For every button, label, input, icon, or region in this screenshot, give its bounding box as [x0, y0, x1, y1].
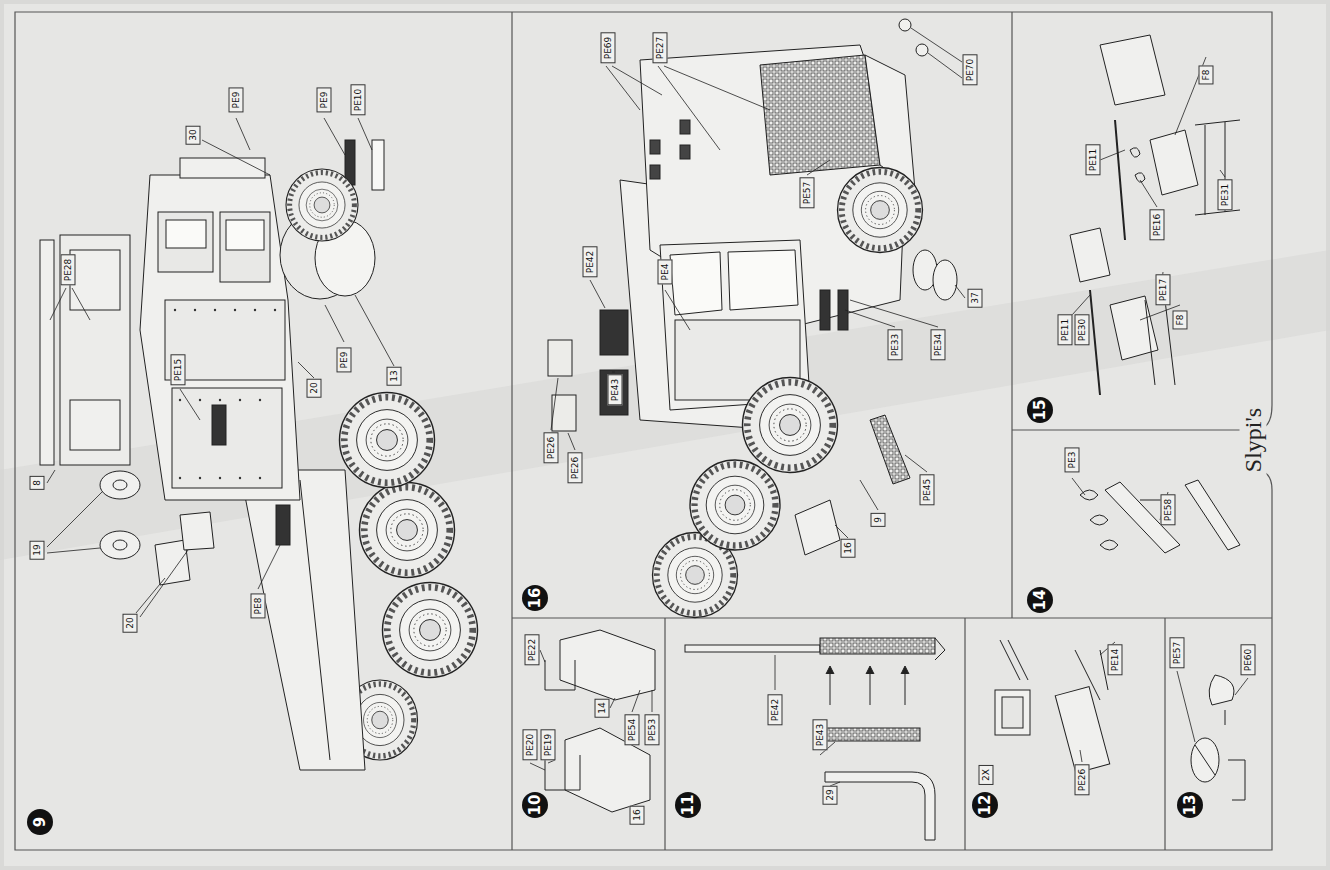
- callout-label: PE9: [229, 88, 244, 113]
- callout-label: PE54: [625, 715, 640, 746]
- callout-label: PE11: [1058, 315, 1073, 346]
- callout-label: 16: [630, 805, 645, 824]
- step-number: 9: [27, 809, 53, 835]
- part-sketch: [1191, 675, 1245, 800]
- part-sketch: [1070, 35, 1240, 395]
- callout-label: PE43: [608, 375, 623, 406]
- callout-label: PE17: [1156, 275, 1171, 306]
- step-number: 14: [1027, 587, 1053, 613]
- callout-label: 29: [823, 785, 838, 804]
- callout-label: PE9: [317, 88, 332, 113]
- callout-label: PE19: [541, 730, 556, 761]
- callout-label: PE26: [568, 453, 583, 484]
- part-sketch: [545, 630, 655, 812]
- panel-frame: [15, 12, 1272, 850]
- callout-label: 13: [387, 366, 402, 385]
- callout-label: PE69: [601, 33, 616, 64]
- truck-drawing: [40, 140, 478, 770]
- callout-label: 37: [968, 288, 983, 307]
- callout-label: F8: [1173, 311, 1188, 330]
- callout-label: 9: [871, 513, 886, 527]
- callout-label: 2X: [979, 765, 994, 785]
- callout-label: PE34: [931, 330, 946, 361]
- callout-label: PE43: [813, 720, 828, 751]
- part-sketch: [685, 638, 945, 840]
- callout-label: PE70: [963, 55, 978, 86]
- callout-label: PE60: [1241, 645, 1256, 676]
- callout-label: 16: [841, 538, 856, 557]
- step-number: 10: [522, 792, 548, 818]
- callout-label: 20: [123, 613, 138, 632]
- callout-label: F8: [1199, 66, 1214, 85]
- callout-label: PE22: [525, 635, 540, 666]
- callout-label: PE27: [653, 33, 668, 64]
- step-number: 13: [1177, 792, 1203, 818]
- callout-label: PE58: [1161, 495, 1176, 526]
- leader-line: [47, 28, 1248, 786]
- callout-label: PE3: [1065, 448, 1080, 473]
- truck-drawing: [548, 19, 957, 618]
- step-number: 15: [1027, 397, 1053, 423]
- callout-label: PE28: [61, 255, 76, 286]
- callout-label: PE4: [658, 260, 673, 285]
- callout-label: 8: [30, 476, 45, 490]
- callout-label: 20: [307, 378, 322, 397]
- callout-label: PE57: [800, 178, 815, 209]
- callout-label: PE31: [1218, 180, 1233, 211]
- step-number: 11: [675, 792, 701, 818]
- callout-label: PE45: [920, 475, 935, 506]
- callout-label: PE26: [1075, 765, 1090, 796]
- callout-label: PE33: [888, 330, 903, 361]
- callout-label: PE16: [1150, 210, 1165, 241]
- brand-logo: Slypi's: [1240, 405, 1267, 475]
- callout-label: PE57: [1170, 638, 1185, 669]
- callout-label: PE14: [1108, 645, 1123, 676]
- callout-label: PE20: [523, 730, 538, 761]
- part-sketch: [1080, 480, 1240, 553]
- callout-label: PE11: [1086, 145, 1101, 176]
- callout-label: PE9: [337, 348, 352, 373]
- callout-label: PE42: [583, 247, 598, 278]
- callout-label: 30: [186, 125, 201, 144]
- part-sketch: [995, 640, 1110, 773]
- step-number: 16: [522, 585, 548, 611]
- callout-label: PE15: [171, 355, 186, 386]
- step-number: 12: [972, 792, 998, 818]
- callout-label: PE8: [251, 594, 266, 619]
- callout-label: PE30: [1075, 315, 1090, 346]
- callout-label: 14: [595, 698, 610, 717]
- callout-label: PE10: [351, 85, 366, 116]
- callout-label: 19: [30, 540, 45, 559]
- callout-label: PE42: [768, 695, 783, 726]
- callout-label: PE53: [645, 715, 660, 746]
- callout-label: PE26: [544, 433, 559, 464]
